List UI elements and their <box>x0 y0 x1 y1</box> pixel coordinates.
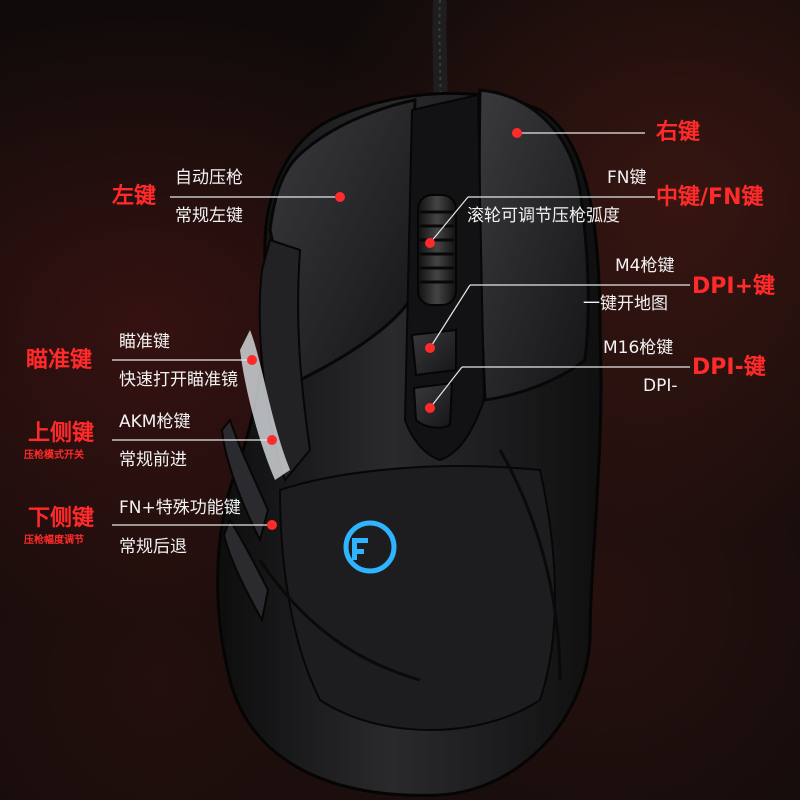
left-button-line1: 自动压枪 <box>175 168 243 188</box>
upper-side-line2: 常规前进 <box>119 450 187 470</box>
lower-side-line1: FN+特殊功能键 <box>119 498 241 518</box>
left-button-line2: 常规左键 <box>175 206 243 226</box>
aim-button-line1: 瞄准键 <box>119 332 170 352</box>
dpi-plus-button[interactable] <box>410 328 457 377</box>
upper-side-button[interactable] <box>220 417 270 543</box>
left-button-title: 左键 <box>112 184 157 209</box>
dpi-plus-title: DPI+键 <box>692 274 776 299</box>
lower-side-subtitle: 压枪幅度调节 <box>24 535 84 546</box>
brand-logo-icon <box>343 520 397 574</box>
upper-side-line1: AKM枪键 <box>119 412 191 432</box>
middle-button-title: 中键/FN键 <box>656 185 764 210</box>
dpi-minus-title: DPI-键 <box>692 355 766 380</box>
aim-button-title: 瞄准键 <box>26 348 93 373</box>
callout-dots <box>247 128 522 530</box>
dpi-minus-line1: M16枪键 <box>603 338 674 358</box>
lower-side-button[interactable] <box>222 517 270 623</box>
right-button[interactable] <box>477 88 590 402</box>
middle-button-line2: 滚轮可调节压枪弧度 <box>467 206 620 226</box>
right-button-title: 右键 <box>656 120 701 145</box>
upper-side-subtitle: 压枪模式开关 <box>24 450 84 461</box>
dpi-minus-line2: DPI- <box>643 376 678 396</box>
upper-side-title: 上侧键 <box>28 421 95 446</box>
palm-rest <box>278 465 556 731</box>
lower-side-line2: 常规后退 <box>119 537 187 557</box>
dpi-plus-line2: 一键开地图 <box>583 294 668 314</box>
aim-button-highlight[interactable] <box>240 330 290 480</box>
leader-lines <box>112 132 690 526</box>
middle-button-line1: FN键 <box>607 168 647 188</box>
dpi-plus-line1: M4枪键 <box>615 256 675 276</box>
aim-button-line2: 快速打开瞄准镜 <box>119 370 238 390</box>
lower-side-title: 下侧键 <box>28 506 95 531</box>
